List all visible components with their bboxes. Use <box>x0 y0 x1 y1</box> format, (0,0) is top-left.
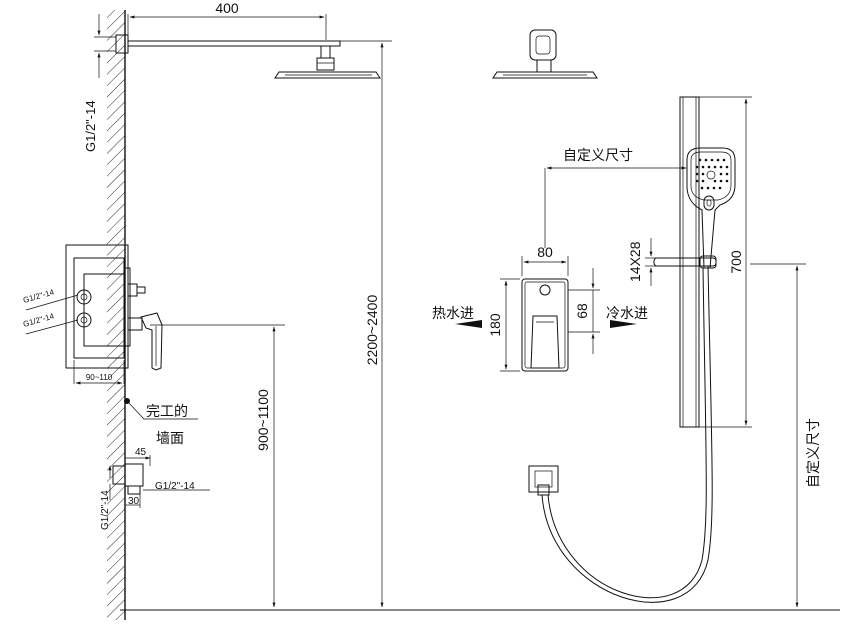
shower-hose <box>541 265 713 603</box>
slide-rail <box>679 96 700 428</box>
custom-size-right-label: 自定义尺寸 <box>806 418 822 488</box>
plate-width-dimension: 80 <box>521 244 569 276</box>
overhead-shower-front-view <box>492 29 598 79</box>
valve-height-dimension: 900~1100 <box>150 324 285 608</box>
shower-height-dimension: 2200~2400 <box>340 40 392 608</box>
outlet-thread-vertical-label: G1/2"-14 <box>100 490 111 530</box>
shower-arm-side-view <box>115 34 381 79</box>
hot-water-label: 热水进 <box>432 306 474 322</box>
valve-thread-callouts: G1/2"-14 G1/2"-14 <box>22 287 79 335</box>
arm-length-dimension: 400 <box>127 0 327 40</box>
rail-length-dimension: 700 <box>699 96 752 428</box>
arm-length-label: 400 <box>215 0 239 16</box>
finished-wall-label-line1: 完工的 <box>146 404 188 420</box>
hand-shower <box>686 147 736 269</box>
plate-width-label: 80 <box>537 244 553 260</box>
spray-nozzles <box>695 158 729 190</box>
custom-size-vertical-dimension: 自定义尺寸 <box>750 263 822 608</box>
handle-gap-dimension: 68 <box>568 268 600 354</box>
finished-wall-label-line2: 墙面 <box>156 431 184 447</box>
outlet-thread-side-label: G1/2"-14 <box>155 481 195 492</box>
mixer-face-plate <box>521 278 569 372</box>
hot-water-inlet: 热水进 <box>432 306 482 328</box>
custom-size-top-label: 自定义尺寸 <box>563 148 633 164</box>
outlet-depth-label: 45 <box>135 447 147 458</box>
wall-depth-dimension: 90~110 <box>73 360 125 385</box>
wall-outlet-side-view: 45 30 G1/2"-14 G1/2"-14 <box>100 447 210 530</box>
cold-water-label: 冷水进 <box>606 306 648 322</box>
rail-length-label: 700 <box>728 250 744 274</box>
holder-size-dimension: 14X28 <box>627 238 656 286</box>
cold-water-inlet: 冷水进 <box>606 306 648 328</box>
shower-height-label: 2200~2400 <box>364 295 380 366</box>
valve-height-label: 900~1100 <box>255 389 271 451</box>
wall-depth-label: 90~110 <box>86 373 113 382</box>
wall-section <box>107 10 840 620</box>
outlet-offset-label: 30 <box>128 496 140 507</box>
plate-height-label: 180 <box>487 313 503 337</box>
custom-size-horizontal-dimension: 自定义尺寸 <box>544 148 687 248</box>
top-thread-dimension: G1/2"-14 <box>83 14 116 152</box>
valve-thread-lower-label: G1/2"-14 <box>22 311 56 329</box>
holder-size-label: 14X28 <box>627 241 643 282</box>
wall-connector-front <box>528 465 559 496</box>
plate-height-dimension: 180 <box>487 278 520 372</box>
top-thread-label: G1/2"-14 <box>83 100 98 152</box>
finished-wall-callout: 完工的 墙面 <box>124 398 198 447</box>
valve-thread-upper-label: G1/2"-14 <box>22 287 56 305</box>
handle-gap-label: 68 <box>574 303 590 319</box>
slide-holder <box>653 255 717 269</box>
